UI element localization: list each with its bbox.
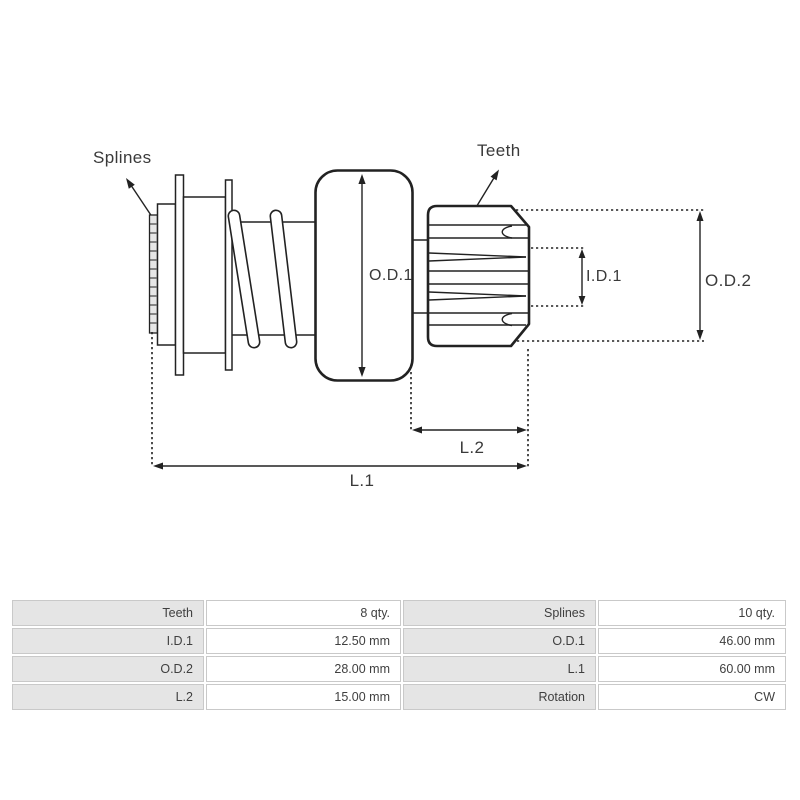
spec-value: 10 qty. xyxy=(598,600,786,626)
l2-dimension-arrow xyxy=(412,426,527,434)
extension-lines xyxy=(151,209,704,468)
spec-table: Teeth 8 qty. Splines 10 qty. I.D.1 12.50… xyxy=(12,600,788,710)
spec-label: I.D.1 xyxy=(12,628,204,654)
spec-label: Splines xyxy=(403,600,596,626)
spec-value: 60.00 mm xyxy=(598,656,786,682)
spec-label: O.D.1 xyxy=(403,628,596,654)
spec-value: 46.00 mm xyxy=(598,628,786,654)
flange-disc-2 xyxy=(224,179,233,371)
id1-label: I.D.1 xyxy=(586,268,622,285)
splines-leader-arrow xyxy=(126,178,154,218)
od1-label: O.D.1 xyxy=(369,267,413,284)
spec-label: Teeth xyxy=(12,600,204,626)
l2-label: L.2 xyxy=(459,438,485,457)
spec-value: CW xyxy=(598,684,786,710)
drive-spring xyxy=(227,209,315,349)
clutch-housing xyxy=(314,169,414,382)
spec-label: O.D.2 xyxy=(12,656,204,682)
spec-value: 28.00 mm xyxy=(206,656,401,682)
spec-label: Rotation xyxy=(403,684,596,710)
od2-dimension-arrow xyxy=(696,211,704,340)
spec-value: 15.00 mm xyxy=(206,684,401,710)
l1-label: L.1 xyxy=(349,471,375,490)
hub-cylinder xyxy=(182,196,227,354)
spec-label: L.2 xyxy=(12,684,204,710)
l1-dimension-arrow xyxy=(153,462,527,470)
starter-drive-drawing xyxy=(126,169,704,470)
pinion-gear xyxy=(426,204,531,348)
spline-shaft-end xyxy=(148,214,159,334)
flange-disc-1 xyxy=(174,174,185,376)
teeth-label: Teeth xyxy=(477,141,521,160)
spec-value: 8 qty. xyxy=(206,600,401,626)
collar-cylinder xyxy=(156,203,177,346)
pinion-shaft-step xyxy=(412,239,429,314)
splines-label: Splines xyxy=(93,148,152,167)
id1-dimension-arrow xyxy=(578,249,586,305)
spec-label: L.1 xyxy=(403,656,596,682)
od2-label: O.D.2 xyxy=(705,271,752,290)
spec-value: 12.50 mm xyxy=(206,628,401,654)
